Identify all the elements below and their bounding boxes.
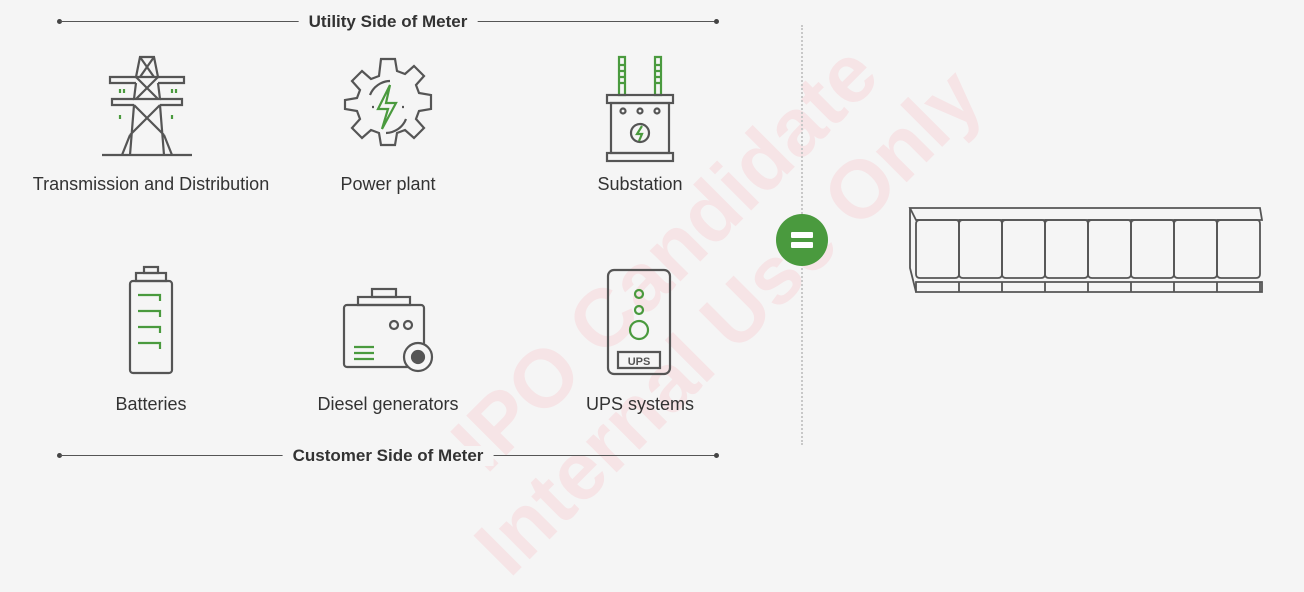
watermark-line: Internal Use Only [458, 51, 1000, 592]
item-label: UPS systems [585, 394, 695, 414]
divider-dot [714, 453, 719, 458]
item-label: Transmission and Distribution [32, 174, 270, 194]
divider-dot [57, 19, 62, 24]
divider-dot [714, 19, 719, 24]
power-plant-gear-icon [343, 57, 433, 147]
diesel-generator-icon [342, 287, 434, 373]
divider-dot [57, 453, 62, 458]
customer-side-heading: Customer Side of Meter [282, 446, 494, 466]
battery-module [1216, 219, 1261, 292]
transmission-tower-icon [102, 55, 192, 157]
battery-storage-rack-icon [908, 207, 1264, 293]
equals-icon [776, 214, 828, 266]
item-label: Batteries [115, 394, 187, 414]
item-label: Power plant [340, 174, 436, 194]
substation-transformer-icon [605, 55, 675, 163]
item-label: Diesel generators [317, 394, 459, 414]
utility-side-heading: Utility Side of Meter [298, 12, 478, 32]
item-label: Substation [597, 174, 683, 194]
ups-icon: UPS [606, 268, 672, 376]
battery-icon [128, 265, 174, 375]
ups-badge: UPS [628, 356, 651, 368]
